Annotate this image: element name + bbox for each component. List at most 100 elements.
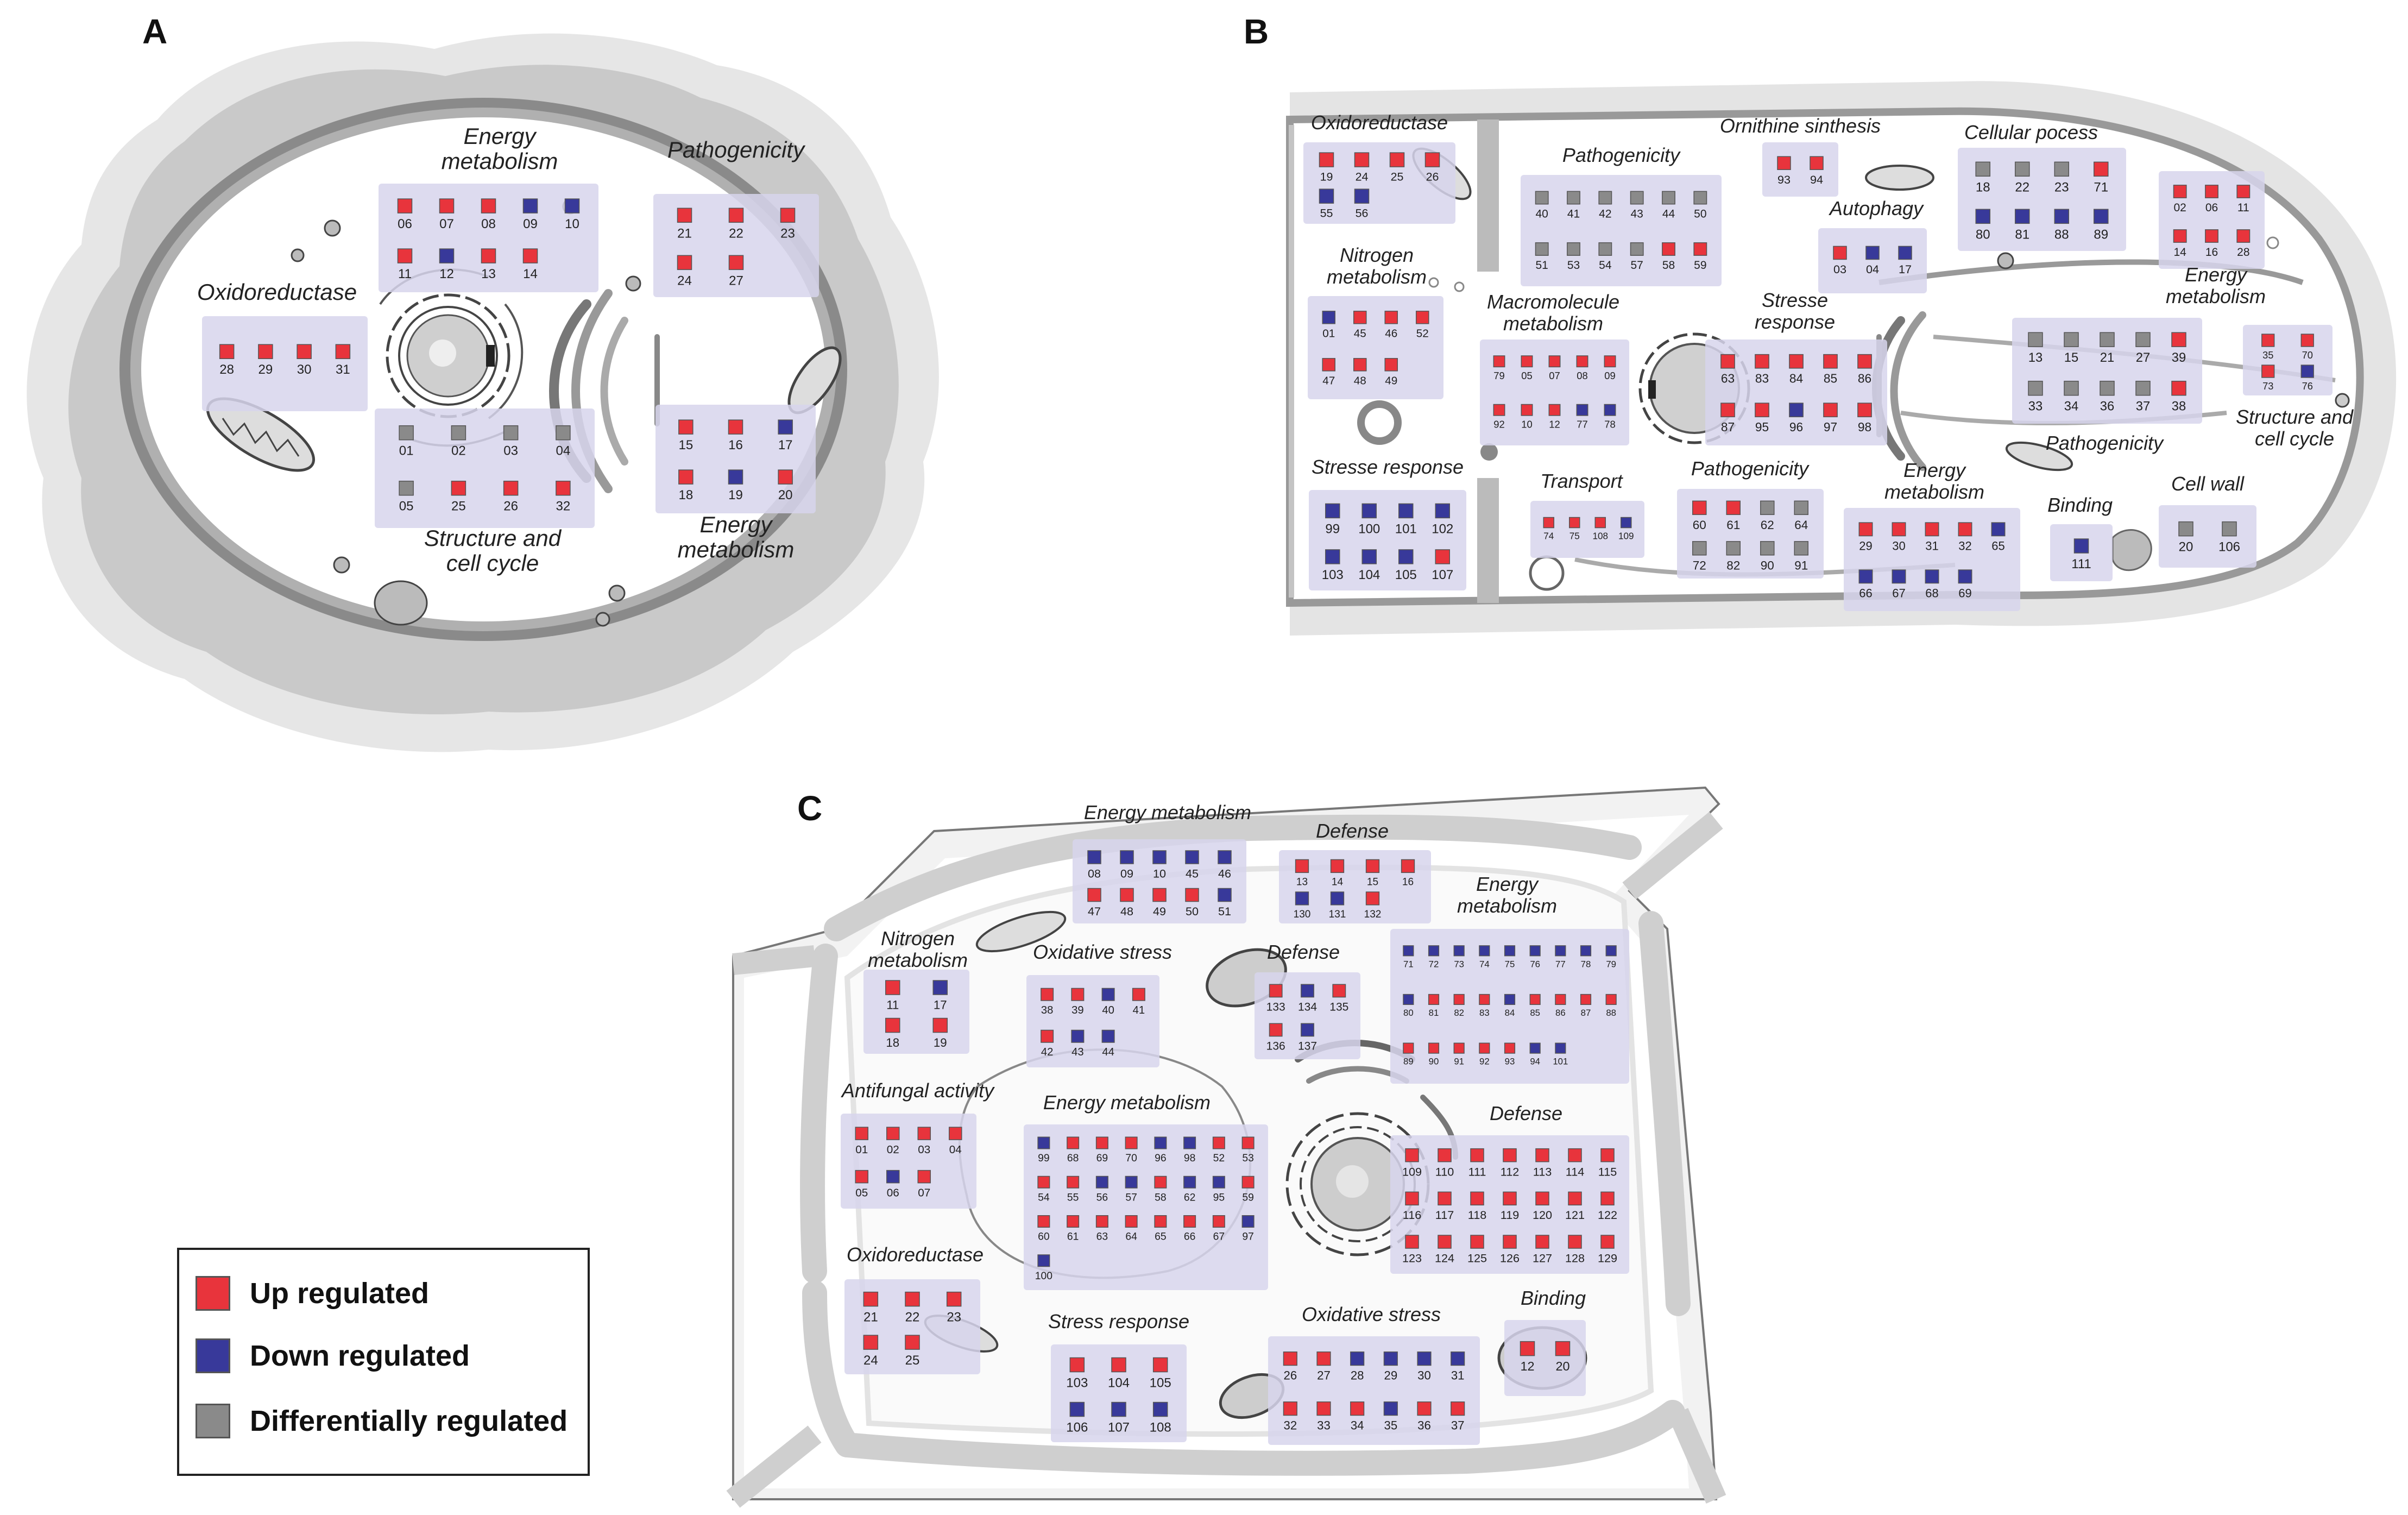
gene-marker [1576, 404, 1588, 416]
gene-id: 19 [1320, 171, 1333, 184]
group-box [2012, 318, 2202, 424]
gene-marker [1405, 1148, 1419, 1162]
gene-marker [1760, 500, 1775, 516]
group-box [1390, 929, 1629, 1084]
gene-id: 38 [1041, 1004, 1054, 1016]
gene-marker [1152, 888, 1167, 902]
gene-marker [1125, 1175, 1138, 1189]
gene-id: 63 [1721, 372, 1735, 386]
gene-id: 09 [1604, 370, 1615, 381]
gene-marker [1548, 355, 1561, 368]
gene-id: 103 [1066, 1376, 1088, 1391]
group-label: Oxidoreductase [197, 279, 357, 305]
gene-marker [1755, 403, 1769, 418]
gene-marker [1925, 522, 1939, 537]
gene-id: 59 [1694, 259, 1706, 272]
gene-marker [399, 425, 414, 441]
gene-marker [1451, 1401, 1465, 1416]
group-label: Oxidoreductase [1311, 111, 1448, 134]
gene-marker [728, 255, 744, 271]
group-label: Binding [2047, 494, 2113, 516]
gene-id: 98 [1184, 1152, 1196, 1164]
gene-id: 69 [1958, 586, 1971, 600]
gene-marker [1218, 850, 1232, 864]
gene-marker [1662, 242, 1675, 256]
gene-id: 12 [439, 267, 454, 281]
gene-id: 114 [1566, 1165, 1584, 1178]
gene-marker [2064, 332, 2079, 347]
group-box [379, 184, 598, 292]
group-label: Energy [1476, 873, 1539, 895]
gene-id: 02 [2173, 202, 2186, 214]
gene-marker [1693, 191, 1707, 205]
gene-marker [297, 344, 312, 359]
gene-marker [1760, 541, 1775, 556]
gene-id: 95 [1213, 1191, 1225, 1203]
gene-marker [1154, 1136, 1167, 1149]
group-label: Stresse response [1312, 456, 1464, 478]
gene-id: 80 [1976, 227, 1990, 242]
gene-id: 05 [1521, 370, 1532, 381]
gene-id: 25 [451, 499, 466, 514]
gene-marker [1361, 503, 1377, 519]
gene-marker [1892, 522, 1906, 537]
gene-id: 109 [1402, 1165, 1422, 1178]
gene-marker [1892, 569, 1906, 584]
gene-marker [1451, 1351, 1465, 1366]
gene-marker [1398, 549, 1414, 564]
gene-id: 85 [1530, 1008, 1540, 1018]
gene-id: 33 [2028, 399, 2043, 413]
gene-marker [1185, 888, 1199, 902]
gene-id: 70 [2302, 349, 2313, 361]
gene-id: 77 [1555, 959, 1566, 969]
gene-id: 72 [1693, 558, 1706, 572]
gene-id: 84 [1789, 372, 1803, 386]
panel-letter-c: C [797, 789, 822, 828]
gene-id: 20 [1555, 1359, 1569, 1373]
gene-id: 44 [1102, 1046, 1114, 1058]
gene-id: 51 [1535, 259, 1548, 272]
gene-id: 82 [1454, 1008, 1464, 1018]
gene-marker [1438, 1148, 1452, 1162]
gene-id: 73 [2262, 380, 2273, 392]
gene-marker [556, 480, 571, 496]
gene-id: 24 [1356, 171, 1369, 184]
gene-id: 37 [2136, 399, 2150, 413]
gene-id: 61 [1726, 518, 1740, 532]
group-box [1051, 1344, 1187, 1442]
gene-marker [1301, 984, 1314, 998]
gene-marker [1071, 988, 1085, 1001]
gene-id: 36 [2100, 399, 2114, 413]
gene-id: 95 [1755, 420, 1769, 434]
gene-id: 84 [1505, 1008, 1515, 1018]
gene-id: 10 [1521, 418, 1532, 430]
group-box [655, 405, 816, 513]
gene-marker [949, 1127, 962, 1140]
panel-letter-b: B [1244, 12, 1269, 51]
group-label: metabolism [442, 148, 558, 174]
gene-marker [1428, 994, 1440, 1005]
gene-marker [1555, 1341, 1571, 1356]
group-label: Energy metabolism [1084, 801, 1251, 823]
group-label: Macromolecule [1487, 291, 1619, 313]
gene-marker [1535, 1148, 1549, 1162]
gene-marker [1125, 1215, 1138, 1228]
gene-id: 35 [2262, 349, 2273, 361]
gene-marker [1470, 1235, 1484, 1249]
gene-marker [863, 1335, 879, 1350]
gene-marker [1087, 888, 1101, 902]
gene-id: 87 [1581, 1008, 1591, 1018]
gene-id: 67 [1213, 1231, 1225, 1243]
gene-id: 11 [886, 998, 899, 1011]
group-box [841, 1114, 976, 1209]
gene-id: 116 [1403, 1208, 1421, 1222]
gene-id: 05 [855, 1186, 868, 1199]
gene-marker [1520, 1341, 1535, 1356]
gene-marker [1185, 850, 1199, 864]
gene-id: 74 [1543, 531, 1554, 542]
gene-marker [1529, 1042, 1541, 1054]
gene-marker [1479, 1042, 1490, 1054]
